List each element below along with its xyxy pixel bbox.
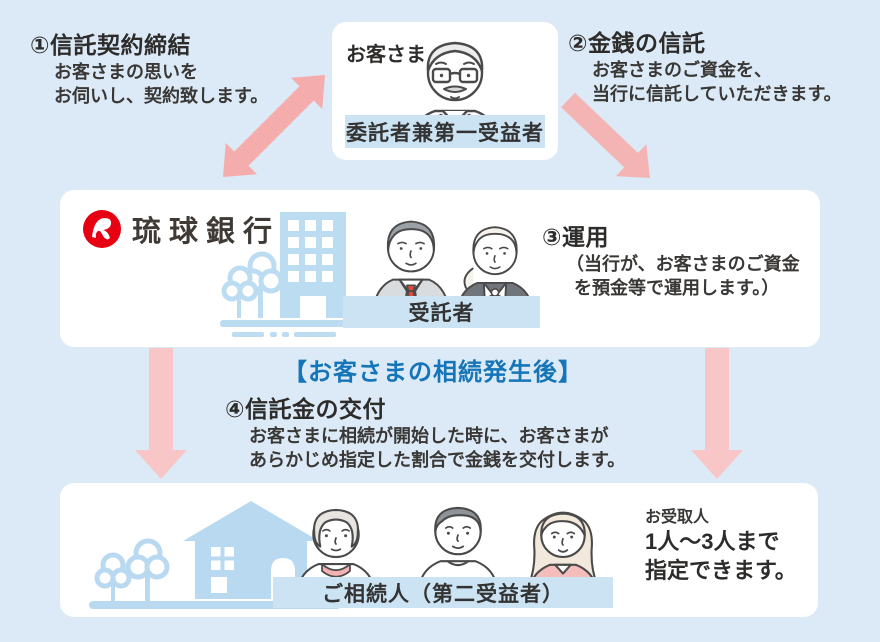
step1-line2: お伺いし、契約致します。 bbox=[54, 86, 269, 106]
customer-label: お客さま bbox=[346, 44, 426, 66]
bank-name: 琉球銀行 bbox=[132, 216, 281, 248]
ryukyu-bank-logo: 琉球銀行 bbox=[82, 208, 280, 250]
recipient-line2: 指定できます。 bbox=[645, 558, 797, 583]
recipient-label: お受取人 bbox=[645, 509, 710, 526]
step1-title: ①信託契約締結 bbox=[30, 32, 191, 58]
step3-line2: を預金等で運用します。） bbox=[574, 278, 780, 298]
step3-line1: （当行が、お客さまのご資金 bbox=[566, 254, 800, 274]
bank-logo-mark-icon bbox=[83, 210, 121, 248]
heirs-role-band: ご相続人（第二受益者） bbox=[273, 577, 613, 608]
step2-line1: お客さまのご資金を、 bbox=[592, 60, 772, 80]
step3-block: ③運用 （当行が、お客さまのご資金 を預金等で運用します。） bbox=[542, 218, 800, 300]
heirs-card: ご相続人（第二受益者） お受取人 1人〜3人まで 指定できます。 bbox=[60, 483, 818, 617]
step3-title: ③運用 bbox=[542, 224, 609, 250]
step2-title: ②金銭の信託 bbox=[568, 30, 706, 56]
bank-card: 琉球銀行 bbox=[60, 190, 820, 347]
recipient-line1: 1人〜3人まで bbox=[645, 529, 780, 554]
arrow-bank-to-heirs-left-icon bbox=[135, 348, 187, 479]
step1-line1: お客さまの思いを bbox=[54, 62, 198, 82]
inheritance-heading: 【お客さまの相続発生後】 bbox=[283, 359, 583, 386]
step2-block: ②金銭の信託 お客さまのご資金を、 当行に信託していただきます。 bbox=[568, 24, 842, 106]
arrow-bank-to-heirs-right-icon bbox=[691, 348, 743, 479]
step1-block: ①信託契約締結 お客さまの思いを お伺いし、契約致します。 bbox=[30, 26, 268, 108]
step4-line2: あらかじめ指定した割合で金銭を交付します。 bbox=[249, 450, 626, 470]
step2-line2: 当行に信託していただきます。 bbox=[592, 84, 842, 104]
bank-role-band: 受託者 bbox=[343, 296, 540, 328]
customer-role-band: 委託者兼第一受益者 bbox=[345, 115, 545, 148]
double-arrow-customer-bank-icon bbox=[223, 75, 325, 177]
arrow-customer-to-bank-icon bbox=[561, 92, 650, 178]
step4-line1: お客さまに相続が開始した時に、お客さまが bbox=[249, 426, 609, 446]
recipient-block: お受取人 1人〜3人まで 指定できます。 bbox=[645, 503, 797, 585]
bank-building-illustration bbox=[220, 212, 351, 337]
house-illustration bbox=[89, 501, 341, 609]
step4-block: ④信託金の交付 お客さまに相続が開始した時に、お客さまが あらかじめ指定した割合… bbox=[225, 390, 625, 472]
step4-title: ④信託金の交付 bbox=[225, 396, 386, 422]
customer-card: お客さま 委託者兼第一受益者 bbox=[332, 22, 558, 160]
